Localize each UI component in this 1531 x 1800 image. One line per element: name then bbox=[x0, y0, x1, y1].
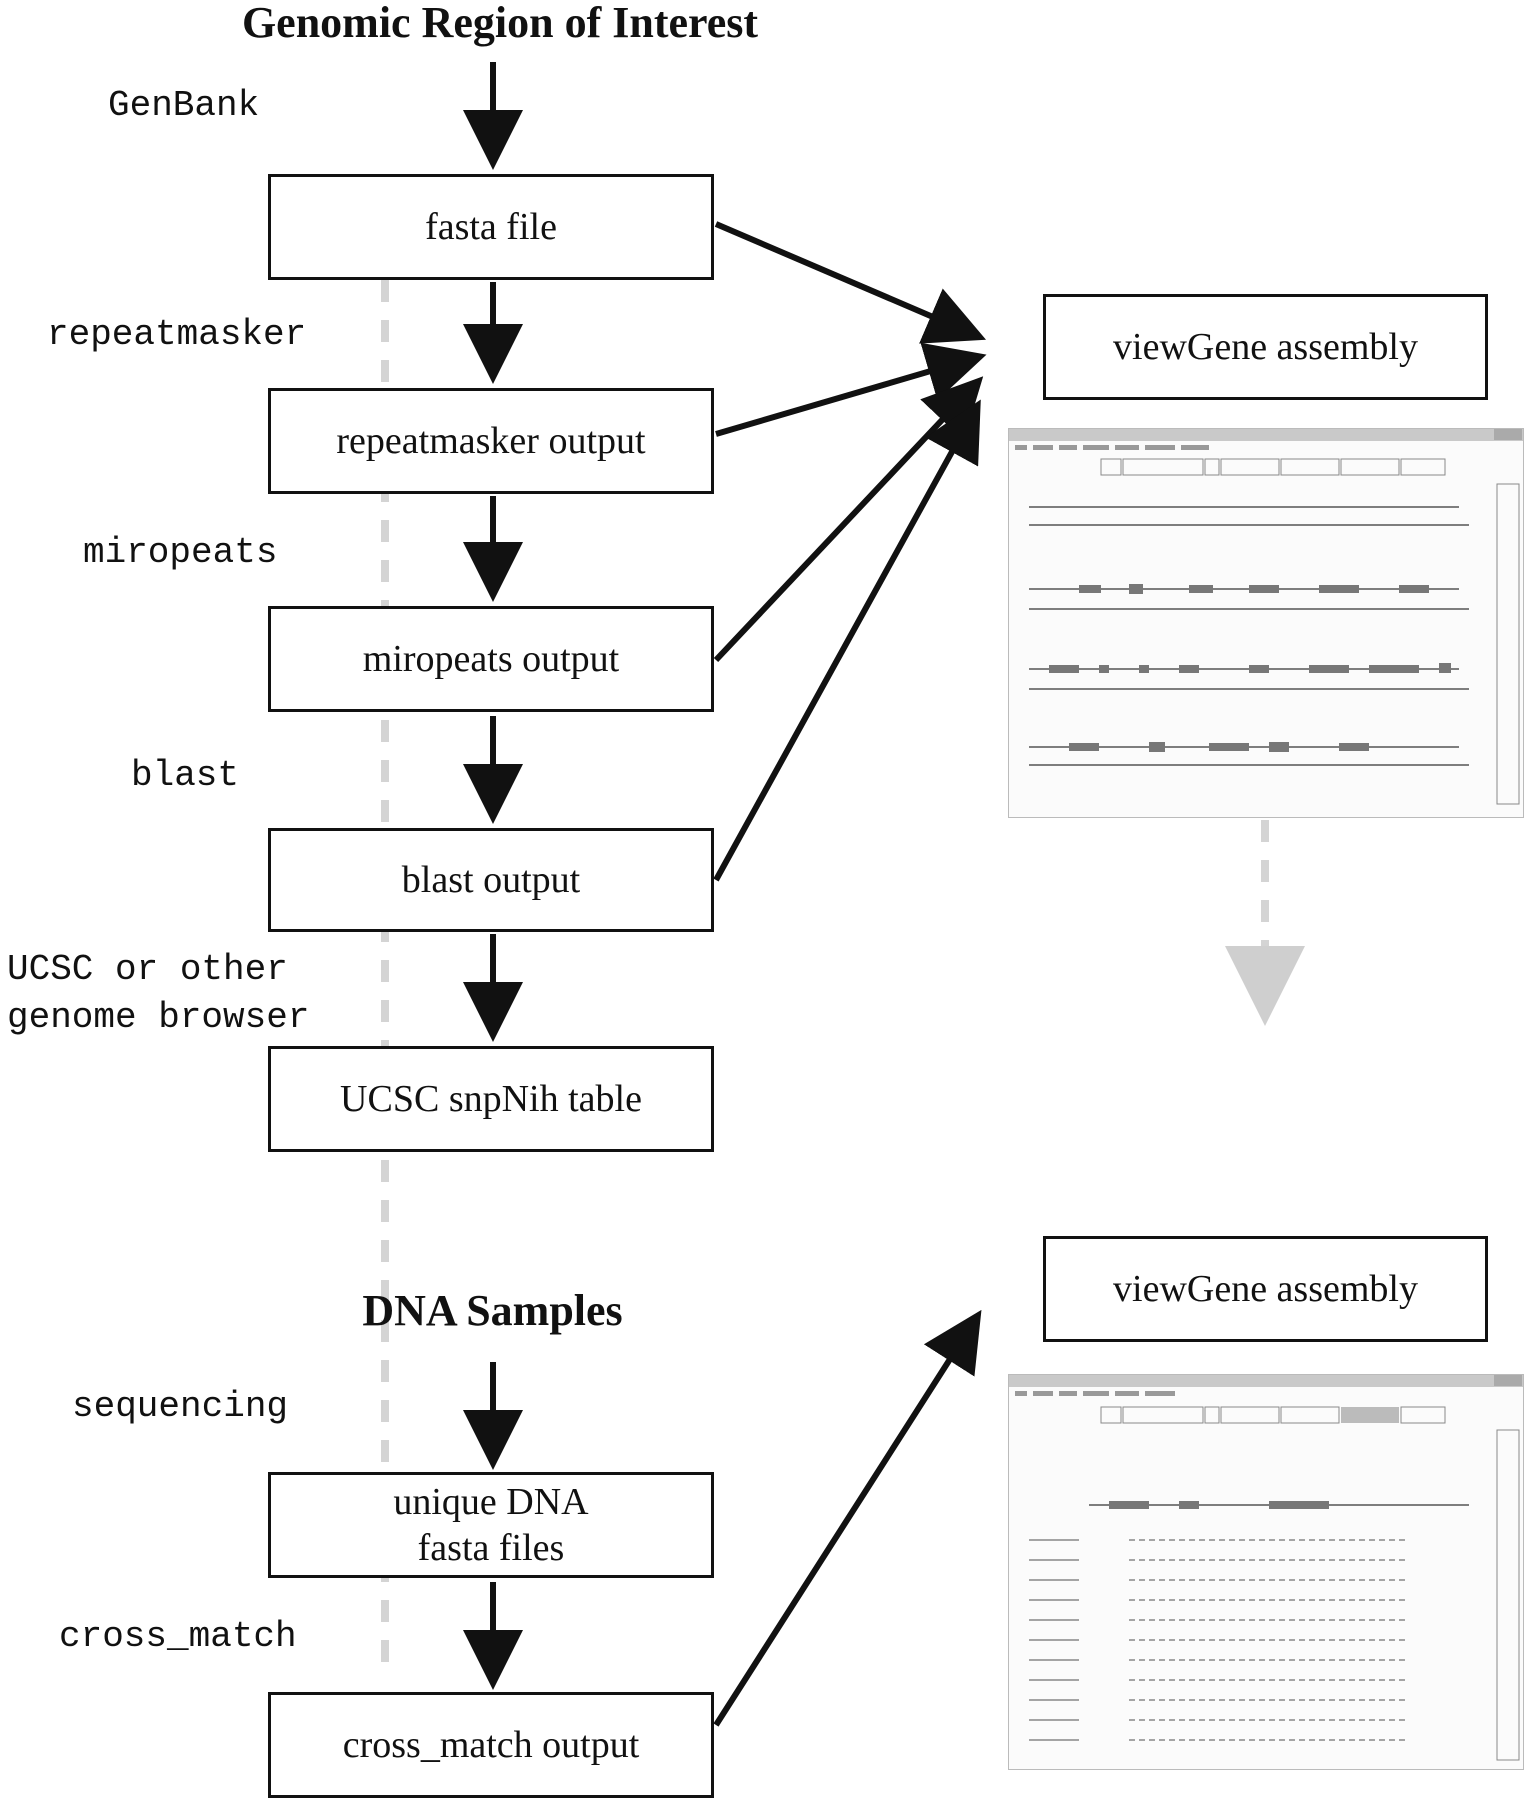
box-miropeats-output: miropeats output bbox=[268, 606, 714, 712]
box-miropeats-output-label: miropeats output bbox=[362, 638, 620, 680]
step-label-cross-match: cross_match bbox=[59, 1616, 297, 1657]
window-titlebar bbox=[1009, 429, 1523, 441]
window-titlebar bbox=[1009, 1375, 1523, 1387]
box-viewgene-bottom-label: viewGene assembly bbox=[1113, 1268, 1418, 1310]
box-fasta-file-label: fasta file bbox=[425, 206, 557, 248]
box-fasta-file: fasta file bbox=[268, 174, 714, 280]
screenshot-bottom-graphic bbox=[1015, 1375, 1522, 1761]
box-unique-dna-label: unique DNA fasta files bbox=[393, 1481, 589, 1569]
arrow-fasta-to-viewgene bbox=[714, 221, 987, 344]
box-unique-dna: unique DNA fasta files bbox=[268, 1472, 714, 1578]
step-label-sequencing: sequencing bbox=[72, 1386, 289, 1427]
screenshot-top-graphic bbox=[1015, 429, 1522, 805]
box-viewgene-top-label: viewGene assembly bbox=[1113, 326, 1418, 368]
arrow-miropeats-to-viewgene bbox=[713, 376, 984, 663]
step-label-blast: blast bbox=[131, 755, 240, 796]
box-ucsc-table-label: UCSC snpNih table bbox=[340, 1078, 642, 1120]
box-viewgene-bottom: viewGene assembly bbox=[1043, 1236, 1488, 1342]
step-label-miropeats: miropeats bbox=[83, 532, 278, 573]
box-blast-output-label: blast output bbox=[401, 859, 581, 901]
arrow-blast-to-viewgene bbox=[713, 399, 981, 882]
arrow-crossmatch-to-viewgene bbox=[713, 1309, 982, 1727]
dna-samples-heading: DNA Samples bbox=[362, 1286, 623, 1335]
box-repeatmasker-output-label: repeatmasker output bbox=[336, 420, 646, 462]
viewgene-screenshot-top bbox=[1008, 428, 1524, 818]
box-blast-output: blast output bbox=[268, 828, 714, 932]
box-viewgene-top: viewGene assembly bbox=[1043, 294, 1488, 400]
page-title: Genomic Region of Interest bbox=[241, 0, 759, 47]
box-repeatmasker-output: repeatmasker output bbox=[268, 388, 714, 494]
viewgene-screenshot-bottom bbox=[1008, 1374, 1524, 1770]
box-ucsc-table: UCSC snpNih table bbox=[268, 1046, 714, 1152]
arrow-repeatmasker-to-viewgene bbox=[715, 342, 987, 437]
step-label-genbank: GenBank bbox=[108, 85, 260, 126]
box-cross-match-output: cross_match output bbox=[268, 1692, 714, 1798]
step-label-repeatmasker: repeatmasker bbox=[47, 314, 307, 355]
step-label-ucsc: UCSC or other genome browser bbox=[7, 949, 310, 1038]
box-cross-match-output-label: cross_match output bbox=[342, 1724, 640, 1766]
